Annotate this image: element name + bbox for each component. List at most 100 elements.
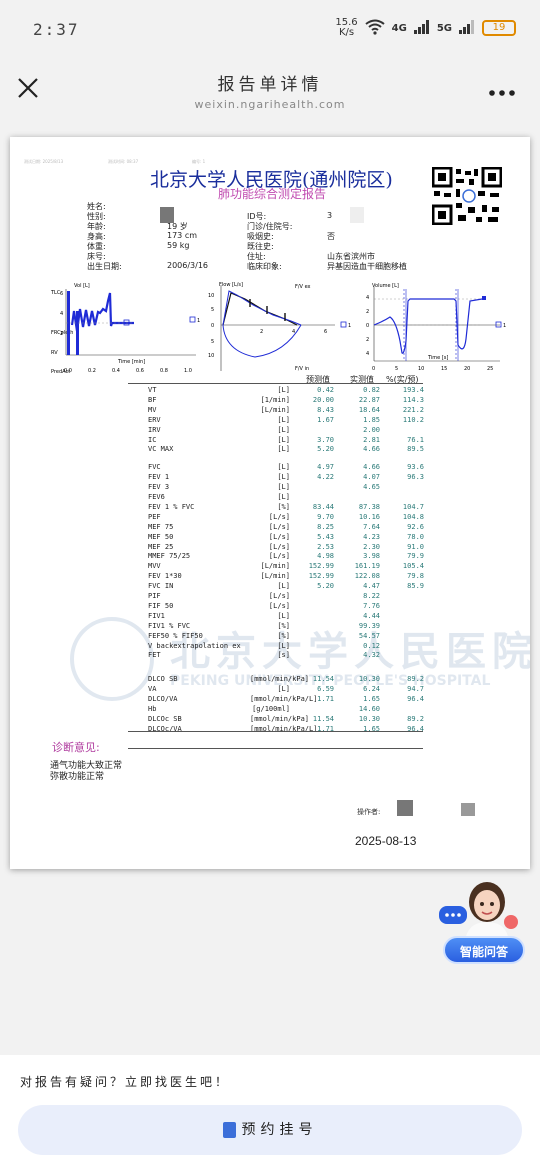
cell-unit: [L/s] [268,542,290,551]
tick-label: 0.8 [160,368,168,374]
cell-name: MV [148,405,157,414]
volume-time-chart: Volume [L] Time [s] 4 2 0 2 4 0 5 10 15 … [366,283,506,372]
signal-bars-icon [413,19,430,37]
close-button[interactable] [14,76,42,104]
table-row: PIF[L/s]8.22 [10,592,530,602]
signature-redaction [461,803,475,816]
cell-meas: 10.30 [358,714,380,723]
tick-label: 1.0 [184,368,192,374]
cell-unit: [L] [277,463,290,472]
cell-name: FEV 1 % FVC [148,502,195,511]
tick-label: 4 [366,295,369,301]
cell-unit: [L] [277,685,290,694]
cell-pred: 0.42 [317,386,334,394]
table-row: FIF 50[L/s]7.76 [10,602,530,612]
cell-pred: 11.54 [312,675,334,684]
smart-qa-button[interactable]: 智能问答 [437,878,527,968]
signal-4g-icon: 4G [391,22,407,34]
more-button[interactable] [488,78,516,103]
more-icon [489,90,515,96]
tick-label: 0 [372,366,375,372]
meta-date: 测试日期: 2025/8/13 [24,159,64,164]
cell-pct: 96.4 [407,724,424,733]
cell-pred: 5.43 [317,532,334,541]
operator-label: 操作者: [357,808,381,816]
cell-pred: 2.53 [317,542,334,551]
qr-code-icon [432,167,502,225]
cell-name: FVC IN [148,582,174,591]
diagnosis-title: 诊断意见: [52,741,100,754]
cell-name: PIF [148,592,161,600]
cell-name: ERV [148,415,161,424]
cell-pct: 89.5 [407,445,424,454]
cell-meas: 8.22 [363,592,380,600]
status-bar: 2:37 15.6 K/s 4G 5G 19 [0,0,540,58]
page-title: 报告单详情 [217,75,323,95]
cell-unit: [L/min] [260,405,290,414]
cell-meas: 0.82 [363,386,380,394]
cell-unit: [L/s] [268,532,290,541]
cell-pred: 3.70 [317,435,334,444]
axis-label: F/V in [295,366,309,372]
legend-marker [495,321,502,328]
cell-pred: 4.22 [317,473,334,482]
cell-pct: 93.6 [407,463,424,472]
tick-label: 25 [487,366,493,372]
legend-label: 1 [197,318,200,324]
cell-name: DLCO/VA [148,695,178,704]
redaction [160,207,174,223]
report-date: 2025-08-13 [355,834,417,848]
cell-name: FIV1 % FVC [148,621,191,630]
cell-pct: 79.8 [407,572,424,581]
battery-icon: 19 [482,20,516,36]
cell-pred: 83.44 [312,502,334,511]
cell-pct: 78.0 [407,532,424,541]
cell-meas: 0.12 [363,641,380,650]
bar-mark [76,311,79,355]
table-row: Hb[g/100ml]14.60 [10,705,530,715]
cell-unit: [L] [277,582,290,591]
cell-unit: [L] [277,611,290,620]
cell-meas: 4.66 [363,445,380,454]
cell-pct: 104.7 [402,502,424,511]
cell-unit: [L/s] [268,552,290,561]
legend-marker [340,321,347,328]
cell-unit: [mmol/min/kPa/L] [250,695,318,704]
col-header-pct: %(实/预) [386,375,419,384]
cell-name: IC [148,435,157,444]
cell-name: V backextrapolation ex [148,641,241,650]
cell-pct: 85.9 [407,582,424,591]
legend-marker [189,316,196,323]
cell-name: VT [148,386,157,394]
mark-label: FRCpleth [51,330,73,336]
book-appointment-label: 预约挂号 [241,1122,318,1138]
cell-name: FIV1 [148,611,165,620]
doctor-avatar-icon [439,882,518,942]
cell-meas: 4.65 [363,483,380,492]
cell-pred: 8.43 [317,405,334,414]
report-type: 肺功能综合测定报告 [218,187,327,201]
signal-bars-icon [459,19,475,37]
report-image[interactable]: 北京大学人民医院 PEKING UNIVERSITY PEOPLE'S HOSP… [10,137,530,869]
book-appointment-button[interactable]: 预约挂号 [18,1105,522,1155]
cell-meas: 2.30 [363,542,380,551]
series-line [373,298,483,354]
cell-pct: 114.3 [402,395,424,404]
cell-name: BF [148,395,157,404]
mark-label: TLC [50,290,61,296]
tick-label: 2 [60,331,63,337]
cell-pct: 89.2 [407,675,424,684]
legend-label: 1 [503,323,506,329]
cell-name: DLCOc/VA [148,724,182,733]
cell-meas: 2.00 [363,425,380,434]
